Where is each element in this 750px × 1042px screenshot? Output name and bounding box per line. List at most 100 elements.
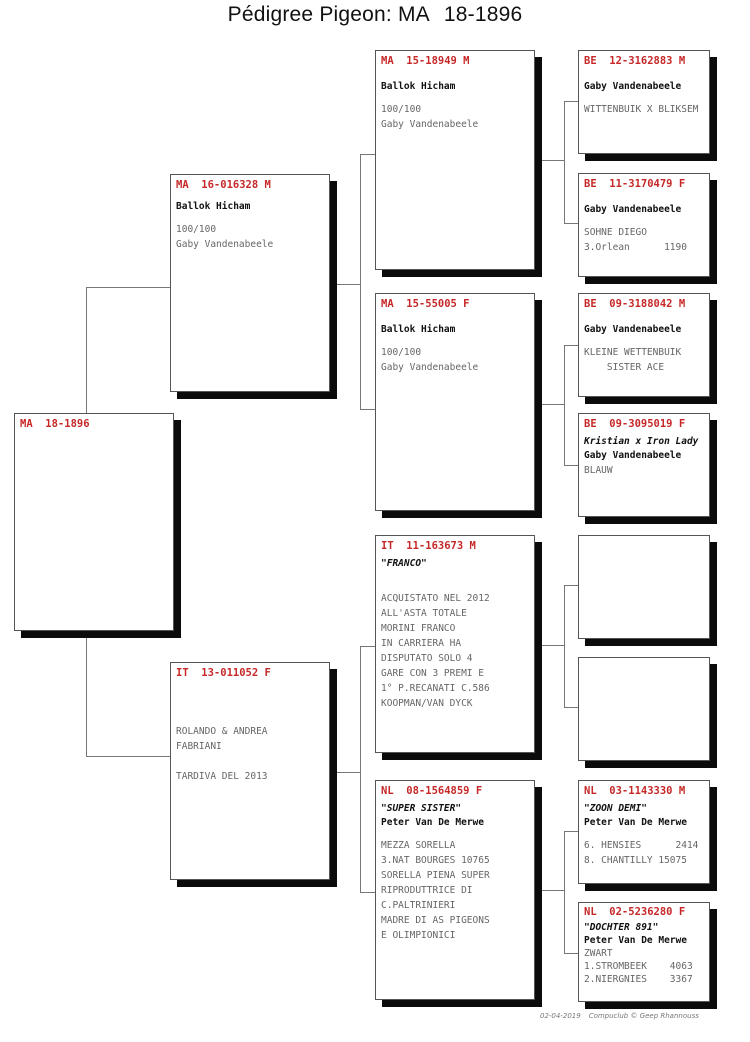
connector: [564, 831, 578, 832]
ring-number: MA 15-55005 F: [381, 298, 470, 310]
connector: [86, 287, 172, 288]
info-line: 6. HENSIES 2414: [584, 840, 699, 851]
connector: [86, 632, 87, 756]
dds-card[interactable]: NL 03-1143330 M "ZOON DEMI" Peter Van De…: [578, 780, 710, 884]
owner-name: Gaby Vandenabeele: [584, 204, 682, 215]
info-line: Gaby Vandenabeele: [381, 362, 479, 373]
connector: [564, 465, 578, 466]
connector: [336, 284, 360, 285]
connector: [86, 756, 172, 757]
sire-sire-card[interactable]: MA 15-18949 M Ballok Hicham 100/100 Gaby…: [375, 50, 535, 270]
info-line: KOOPMAN/VAN DYCK: [381, 698, 473, 709]
connector: [540, 890, 564, 891]
dam-card[interactable]: IT 13-011052 F ROLANDO & ANDREA FABRIANI…: [170, 662, 330, 880]
info-line: 3.NAT BOURGES 10765: [381, 855, 490, 866]
info-line: MORINI FRANCO: [381, 623, 456, 634]
dsd-card-empty[interactable]: [578, 657, 710, 761]
info-line: SOHNE DIEGO: [584, 227, 647, 238]
info-line: ZWART: [584, 948, 613, 959]
info-line: Gaby Vandenabeele: [381, 119, 479, 130]
info-line: 100/100: [381, 347, 422, 358]
owner-name: Gaby Vandenabeele: [584, 81, 682, 92]
connector: [360, 892, 376, 893]
dam-dam-card[interactable]: NL 08-1564859 F "SUPER SISTER" Peter Van…: [375, 780, 535, 1000]
pigeon-nickname: "FRANCO": [381, 558, 427, 569]
pigeon-nickname: "ZOON DEMI": [584, 803, 647, 814]
connector: [564, 345, 565, 465]
info-line: 3.Orlean 1190: [584, 242, 687, 253]
ring-number: MA 16-016328 M: [176, 179, 271, 191]
ddd-card[interactable]: NL 02-5236280 F "DOCHTER 891" Peter Van …: [578, 902, 710, 1002]
info-line: ROLANDO & ANDREA: [176, 726, 268, 737]
info-line: 2.NIERGNIES 3367: [584, 974, 693, 985]
connector: [360, 646, 376, 647]
info-line: E OLIMPIONICI: [381, 930, 456, 941]
footer: 02-04-2019 Compuclub © Geep Rhannouss: [540, 1012, 707, 1020]
info-line: ALL'ASTA TOTALE: [381, 608, 467, 619]
sire-card[interactable]: MA 16-016328 M Ballok Hicham 100/100 Gab…: [170, 174, 330, 392]
owner-name: Peter Van De Merwe: [584, 935, 687, 946]
ring-number: BE 09-3095019 F: [584, 418, 686, 430]
pigeon-nickname: Kristian x Iron Lady: [584, 436, 699, 447]
ring-number: BE 11-3170479 F: [584, 178, 686, 190]
connector: [540, 160, 564, 161]
info-line: ACQUISTATO NEL 2012: [381, 593, 490, 604]
owner-name: Gaby Vandenabeele: [584, 324, 682, 335]
info-line: KLEINE WETTENBUIK: [584, 347, 682, 358]
info-line: IN CARRIERA HA: [381, 638, 462, 649]
info-line: MEZZA SORELLA: [381, 840, 456, 851]
info-line: [176, 754, 324, 769]
connector: [360, 154, 361, 409]
owner-name: Peter Van De Merwe: [381, 817, 484, 828]
info-line: 1.STROMBEEK 4063: [584, 961, 693, 972]
connector: [564, 953, 578, 954]
software-credit: Compuclub © Geep Rhannouss: [588, 1012, 699, 1020]
owner-name: Ballok Hicham: [381, 324, 456, 335]
sss-card[interactable]: BE 12-3162883 M Gaby Vandenabeele WITTEN…: [578, 50, 710, 154]
pigeon-nickname: "DOCHTER 891": [584, 922, 659, 933]
ssd-card[interactable]: BE 11-3170479 F Gaby Vandenabeele SOHNE …: [578, 173, 710, 277]
connector: [540, 645, 564, 646]
connector: [564, 345, 578, 346]
connector: [86, 287, 87, 415]
info-line: 1° P.RECANATI C.586: [381, 683, 490, 694]
dam-sire-card[interactable]: IT 11-163673 M "FRANCO" ACQUISTATO NEL 2…: [375, 535, 535, 753]
sire-dam-card[interactable]: MA 15-55005 F Ballok Hicham 100/100 Gaby…: [375, 293, 535, 511]
owner-name: Peter Van De Merwe: [584, 817, 687, 828]
connector: [564, 707, 578, 708]
ring-number: IT 13-011052 F: [176, 667, 271, 679]
info-line: FABRIANI: [176, 741, 222, 752]
info-line: SORELLA PIENA SUPER: [381, 870, 490, 881]
info-line: GARE CON 3 PREMI E: [381, 668, 484, 679]
print-date: 02-04-2019: [540, 1012, 581, 1020]
info-line: BLAUW: [584, 465, 613, 476]
info-line: DISPUTATO SOLO 4: [381, 653, 473, 664]
ring-number: BE 12-3162883 M: [584, 55, 686, 67]
ring-number: NL 03-1143330 M: [584, 785, 686, 797]
info-line: TARDIVA DEL 2013: [176, 771, 268, 782]
connector: [564, 585, 578, 586]
dss-card-empty[interactable]: [578, 535, 710, 639]
info-line: SISTER ACE: [584, 362, 665, 373]
ring-number: NL 08-1564859 F: [381, 785, 483, 797]
subject-pigeon-card[interactable]: MA 18-1896: [14, 413, 174, 631]
connector: [564, 101, 578, 102]
info-line: 8. CHANTILLY 15075: [584, 855, 687, 866]
ring-number: IT 11-163673 M: [381, 540, 476, 552]
info-line: C.PALTRINIERI: [381, 900, 456, 911]
ring-number: MA 18-1896: [20, 418, 90, 430]
connector: [336, 772, 360, 773]
ring-number: NL 02-5236280 F: [584, 906, 686, 918]
pigeon-nickname: "SUPER SISTER": [381, 803, 462, 814]
connector: [360, 409, 376, 410]
info-line: WITTENBUIK X BLIKSEM: [584, 104, 699, 115]
connector: [564, 223, 578, 224]
sds-card[interactable]: BE 09-3188042 M Gaby Vandenabeele KLEINE…: [578, 293, 710, 397]
connector: [540, 404, 564, 405]
sdd-card[interactable]: BE 09-3095019 F Kristian x Iron Lady Gab…: [578, 413, 710, 517]
ring-number: MA 15-18949 M: [381, 55, 470, 67]
info-line: Gaby Vandenabeele: [176, 239, 274, 250]
connector: [360, 154, 376, 155]
connector: [360, 646, 361, 892]
